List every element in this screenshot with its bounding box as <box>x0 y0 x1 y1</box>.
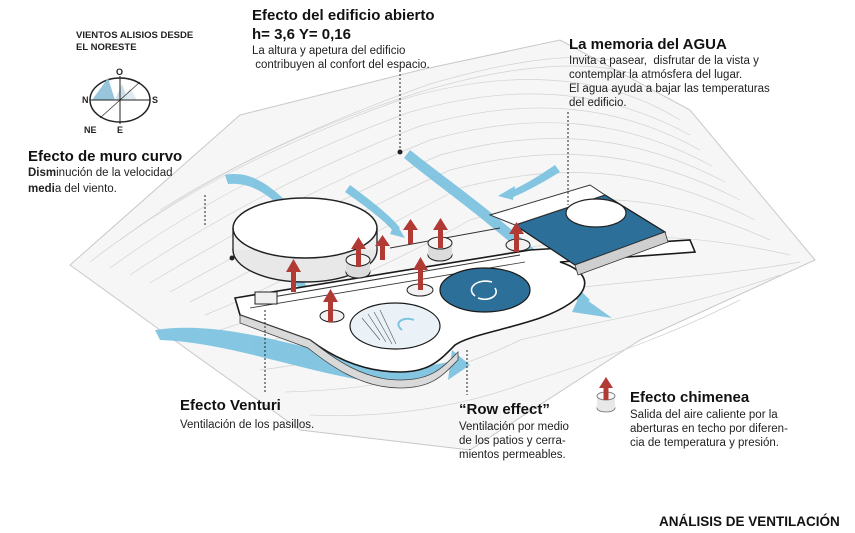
muro-curvo-title: Efecto de muro curvo <box>28 148 183 165</box>
chimney-arrows <box>286 218 524 322</box>
muro-curvo-line2: media del viento. <box>28 182 117 196</box>
memoria-agua-line4: del edificio. <box>569 97 627 109</box>
chimenea-title: Efecto chimenea <box>630 389 750 406</box>
row-effect-line1: Ventilación por medio <box>459 421 569 433</box>
row-effect-line3: mientos permeables. <box>459 449 566 461</box>
muro-curvo-line1-bold: Dism <box>28 167 57 179</box>
compass-northeast: NE <box>84 125 97 135</box>
venturi-line1: Ventilación de los pasillos. <box>180 419 315 431</box>
muro-curvo-line1-rest: inución de la velocidad <box>56 167 173 179</box>
memoria-agua-line3: El agua ayuda a bajar las temperaturas <box>569 83 770 95</box>
memoria-agua-title: La memoria del AGUA <box>569 36 727 53</box>
patio-garden <box>349 302 441 350</box>
compass-title-line1: VIENTOS ALISIOS DESDE <box>76 30 194 41</box>
muro-curvo-line2-bold: medi <box>28 183 55 195</box>
row-effect-title: “Row effect” <box>459 401 550 418</box>
chimenea-line3: cia de temperatura y presión. <box>630 437 779 449</box>
compass-title-line2: EL NORESTE <box>76 42 137 53</box>
memoria-agua-line2: contemplar la atmósfera del lugar. <box>569 69 743 81</box>
row-effect-line2: de los patios y cerra- <box>459 435 566 447</box>
compass-north: O <box>116 67 124 77</box>
chimenea-line1: Salida del aire caliente por la <box>630 409 778 421</box>
chimenea-line2: aberturas en techo por diferen- <box>630 423 788 435</box>
building <box>232 184 697 389</box>
patio-water <box>439 267 531 313</box>
chimney-legend-icon <box>596 377 616 413</box>
compass-rose <box>89 76 151 124</box>
muro-curvo-line1: Disminución de la velocidad <box>28 166 172 180</box>
venturi-title: Efecto Venturi <box>180 397 281 414</box>
edificio-abierto-title: Efecto del edificio abierto <box>252 7 435 24</box>
memoria-agua-line1: Invita a pasear, disfrutar de la vista y <box>569 55 759 67</box>
compass-east: S <box>152 95 159 105</box>
edificio-abierto-formula: h= 3,6 Y= 0,16 <box>252 26 351 43</box>
edificio-abierto-line1: La altura y apetura del edificio <box>252 45 406 57</box>
muro-curvo-line2-rest: a del viento. <box>54 183 117 195</box>
compass-west: N <box>82 95 89 105</box>
footer-title: ANÁLISIS DE VENTILACIÓN <box>659 514 840 529</box>
compass-south: E <box>117 125 124 135</box>
edificio-abierto-line2: contribuyen al confort del espacio. <box>252 59 430 71</box>
leader-lines <box>204 70 569 395</box>
